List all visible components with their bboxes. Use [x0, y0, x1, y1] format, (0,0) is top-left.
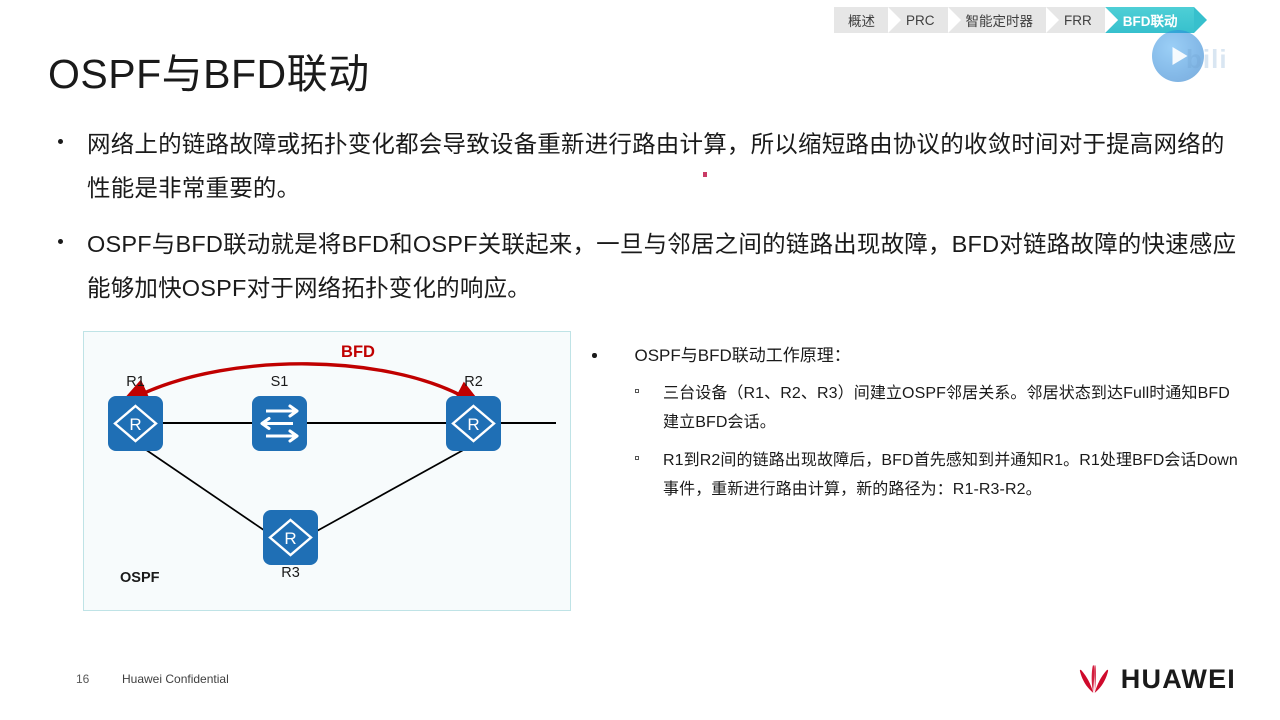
nav-item-frr[interactable]: FRR	[1046, 7, 1118, 33]
chevron-right-icon	[1193, 7, 1207, 33]
watermark-label: bili	[1186, 44, 1228, 74]
svg-text:R: R	[467, 415, 479, 434]
nav-item-bfd-linkage[interactable]: BFD联动	[1104, 7, 1207, 33]
page-number: 16	[76, 672, 90, 686]
bullet-square-icon	[635, 389, 639, 393]
svg-text:R: R	[129, 415, 141, 434]
device-s1-switch-icon[interactable]	[252, 396, 307, 451]
device-label-r1: R1	[126, 374, 145, 390]
main-bullet-1-text: 网络上的链路故障或拓扑变化都会导致设备重新进行路由计算，所以缩短路由协议的收敛时…	[87, 131, 1225, 201]
nav-item-smart-timer[interactable]: 智能定时器	[947, 7, 1060, 33]
main-bullet-2-text: OSPF与BFD联动就是将BFD和OSPF关联起来，一旦与邻居之间的链路出现故障…	[87, 231, 1237, 301]
device-label-s1: S1	[270, 374, 289, 390]
chevron-notch-icon	[947, 7, 961, 33]
device-r2-router-icon[interactable]: R	[446, 396, 501, 451]
device-r1-router-icon[interactable]: R	[108, 396, 163, 451]
play-triangle-icon	[1172, 47, 1188, 65]
ospf-area-label: OSPF	[120, 570, 160, 586]
nav-item-label: BFD联动	[1122, 14, 1178, 29]
right-heading-bullet: OSPF与BFD联动工作原理：	[592, 343, 1242, 369]
right-sub-item-1: 三台设备（R1、R2、R3）间建立OSPF邻居关系。邻居状态到达Full时通知B…	[635, 379, 1242, 437]
right-sub-item-2-text: R1到R2间的链路出现故障后，BFD首先感知到并通知R1。R1处理BFD会话Do…	[663, 452, 1238, 498]
confidentiality-notice: Huawei Confidential	[122, 672, 229, 686]
main-bullet-1: 网络上的链路故障或拓扑变化都会导致设备重新进行路由计算，所以缩短路由协议的收敛时…	[58, 122, 1248, 210]
chevron-notch-icon	[1104, 7, 1118, 33]
huawei-flower-icon	[1076, 664, 1112, 695]
cursor-artifact	[703, 172, 707, 177]
brand-logo: HUAWEI	[1076, 664, 1236, 695]
topology-svg: R R R	[108, 362, 556, 565]
play-circle-icon	[1152, 30, 1204, 82]
network-topology-diagram: R R R	[83, 331, 571, 611]
bfd-session-arrow	[118, 362, 485, 408]
nav-item-prc[interactable]: PRC	[888, 7, 961, 33]
bullet-dot-icon	[592, 353, 597, 358]
bullet-dot-icon	[58, 239, 63, 244]
right-heading-text: OSPF与BFD联动工作原理：	[634, 346, 851, 365]
nav-item-overview[interactable]: 概述	[834, 7, 901, 33]
section-working-principle: OSPF与BFD联动工作原理： 三台设备（R1、R2、R3）间建立OSPF邻居关…	[592, 343, 1242, 513]
footer-divider	[0, 654, 1280, 655]
link-r1-r3	[135, 442, 275, 538]
bfd-label: BFD	[341, 343, 375, 361]
main-bullet-2: OSPF与BFD联动就是将BFD和OSPF关联起来，一旦与邻居之间的链路出现故障…	[58, 222, 1248, 310]
section-breadcrumb-nav: 概述 PRC 智能定时器 FRR BFD联动	[834, 7, 1207, 33]
device-label-r2: R2	[464, 374, 483, 390]
brand-wordmark: HUAWEI	[1120, 664, 1236, 694]
chevron-notch-icon	[1046, 7, 1060, 33]
link-r3-r2	[305, 442, 477, 538]
nav-item-label: 智能定时器	[965, 14, 1034, 29]
svg-text:R: R	[284, 529, 296, 548]
nav-item-label: FRR	[1064, 12, 1092, 28]
device-r3-router-icon[interactable]: R	[263, 510, 318, 565]
right-sub-item-1-text: 三台设备（R1、R2、R3）间建立OSPF邻居关系。邻居状态到达Full时通知B…	[663, 385, 1230, 431]
device-label-r3: R3	[281, 565, 300, 581]
nav-item-label: 概述	[848, 14, 875, 29]
right-sub-item-2: R1到R2间的链路出现故障后，BFD首先感知到并通知R1。R1处理BFD会话Do…	[635, 446, 1242, 504]
chevron-notch-icon	[888, 7, 901, 33]
nav-item-label: PRC	[906, 12, 935, 28]
bullet-dot-icon	[58, 139, 63, 144]
page-title: OSPF与BFD联动	[48, 51, 370, 97]
bullet-square-icon	[635, 456, 639, 460]
